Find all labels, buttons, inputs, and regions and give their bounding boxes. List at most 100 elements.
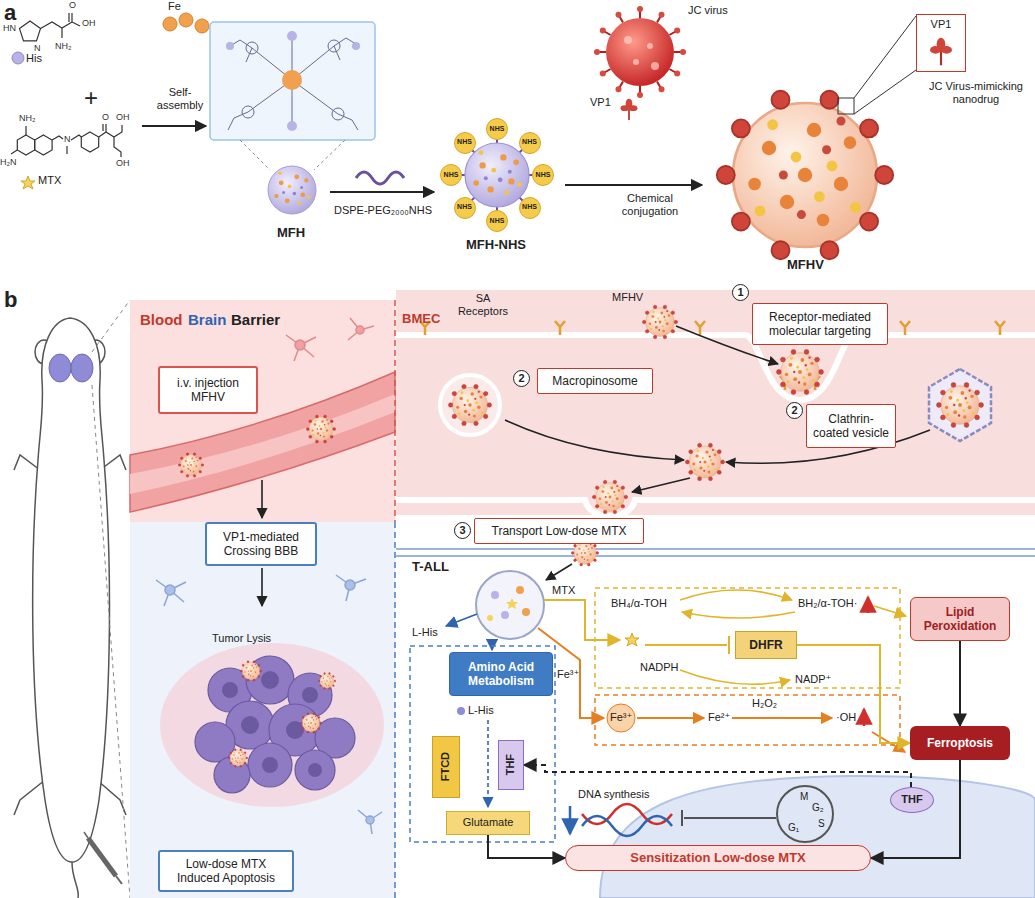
mouse: [72, 862, 78, 898]
node-text: Sensitization Low-dose MTX: [570, 850, 866, 866]
mechanism-box: Receptor-mediated molecular targeting: [752, 303, 888, 345]
node-text: Ferroptosis: [914, 736, 1006, 750]
text-holder: Amino Acid Metabolism: [454, 660, 548, 689]
region-title: Brain: [188, 311, 226, 328]
endosome-cargo: [516, 586, 524, 594]
node-text: FTCD: [439, 752, 452, 781]
node-text: DHFR: [740, 638, 792, 652]
node-text: Clathrin-coated vesicle: [811, 412, 891, 441]
molecular-network: [328, 40, 340, 52]
zoom-callout: [838, 16, 916, 114]
jc-virus: [674, 28, 680, 34]
jc-virus: [600, 28, 606, 34]
text-holder: i.v. injection MFHV: [164, 376, 252, 405]
sa-receptors: [420, 321, 1005, 390]
phase-label: M: [800, 791, 808, 803]
node-text: THF: [895, 793, 929, 806]
peg-arrow: [330, 191, 434, 193]
syringe: [88, 838, 116, 876]
molecule-label: BH₄/α-TOH: [611, 597, 667, 610]
text-holder: VP1-mediated Crossing BBB: [211, 530, 311, 559]
molecule-label: BH₂/α-TOH·: [798, 597, 857, 610]
tumor-arrow: [261, 568, 263, 606]
peg-stems: [451, 129, 543, 221]
network-beads: [282, 70, 302, 90]
text-holder: DHFR: [740, 638, 792, 652]
cycle-inhibition: [682, 810, 776, 826]
callout-box: VP1: [916, 14, 966, 72]
atom-label: OH: [116, 158, 130, 168]
macropinosome: [440, 375, 500, 435]
tumor-nuclei: [222, 682, 238, 698]
dna-helix: [582, 816, 672, 836]
text-holder: Macropinosome: [542, 374, 648, 388]
step-box: Low-dose MTX Induced Apoptosis: [158, 850, 294, 892]
node-text: Transport Low-dose MTX: [479, 524, 639, 538]
phase-label: G₁: [788, 822, 799, 834]
atom-label: OH: [82, 18, 96, 28]
mtx-star: [625, 633, 639, 646]
step-box: i.v. injection MFHV: [158, 366, 258, 414]
tumor-particle: [240, 661, 262, 682]
amino-arrow: [491, 639, 493, 650]
jc-virus: [659, 12, 665, 18]
outcome-box: Lipid Peroxidation: [910, 597, 1010, 641]
nhs-group: NHS: [454, 197, 476, 219]
mouse: [14, 318, 126, 898]
peg-stems: [451, 129, 543, 221]
zoom-guides: [92, 300, 130, 898]
brain-region: [130, 522, 395, 898]
jc-virus: [597, 9, 683, 95]
panel-dividers: [394, 300, 396, 898]
endosome-cargo: [487, 615, 493, 621]
tumor-particle: [300, 713, 322, 734]
node-text: Amino Acid Metabolism: [454, 660, 548, 689]
jc-virus: [637, 92, 643, 98]
text-holder: Ferroptosis: [914, 736, 1006, 750]
zoom-callout: [854, 16, 916, 114]
jc-virus: [659, 86, 665, 92]
redox-cycle: [682, 612, 795, 618]
sa-receptors: [420, 321, 1005, 390]
atom-label: N: [34, 43, 41, 53]
nadph-arrow: [680, 670, 790, 684]
vp1-icon: [621, 99, 638, 120]
vessel-particle: [306, 415, 335, 443]
fenton-arrow: [732, 717, 832, 719]
jc-virus: [647, 43, 653, 49]
mechanism-box: Macropinosome: [537, 368, 653, 394]
node-text: Glutamate: [451, 816, 525, 829]
connector-arrow: [524, 765, 911, 787]
molecule-label: Fe³⁺: [557, 668, 579, 681]
text-holder: Receptor-mediated molecular targeting: [757, 310, 883, 339]
enzyme-box: FTCD: [432, 736, 460, 798]
atom-label: H₂N: [0, 157, 17, 167]
up-arrow: [863, 709, 866, 726]
text-holder: VP1: [921, 18, 961, 31]
mtx-star: [21, 176, 35, 189]
atom-label: O: [69, 0, 76, 10]
panel-letter: b: [4, 287, 17, 312]
cycle-inhibition: [682, 810, 776, 826]
syringe: [116, 876, 122, 884]
endosome-cargo: [487, 586, 530, 621]
histidine-structure: [20, 13, 81, 41]
exiting-particle: [592, 480, 627, 514]
text-holder: Transport Low-dose MTX: [479, 524, 639, 538]
methotrexate-structure: [35, 135, 52, 155]
nhs-group: NHS: [486, 210, 508, 232]
molecular-network: [332, 108, 344, 120]
molecular-network: [248, 36, 338, 126]
molecule-label: L-His: [468, 704, 494, 717]
tumor-cells: [248, 743, 292, 787]
network-beads: [226, 31, 360, 131]
vp1-icon: [930, 38, 952, 66]
molecule-label: NADPH: [640, 661, 679, 674]
mfh-nhs-particle: [465, 143, 529, 207]
zoom-lines: [240, 140, 345, 170]
transcytosis-particle: [685, 443, 724, 480]
text-holder: Lipid Peroxidation: [915, 605, 1005, 634]
callout-number: 3: [454, 522, 471, 539]
his-bead: [457, 707, 465, 715]
molecular-network: [246, 42, 258, 54]
